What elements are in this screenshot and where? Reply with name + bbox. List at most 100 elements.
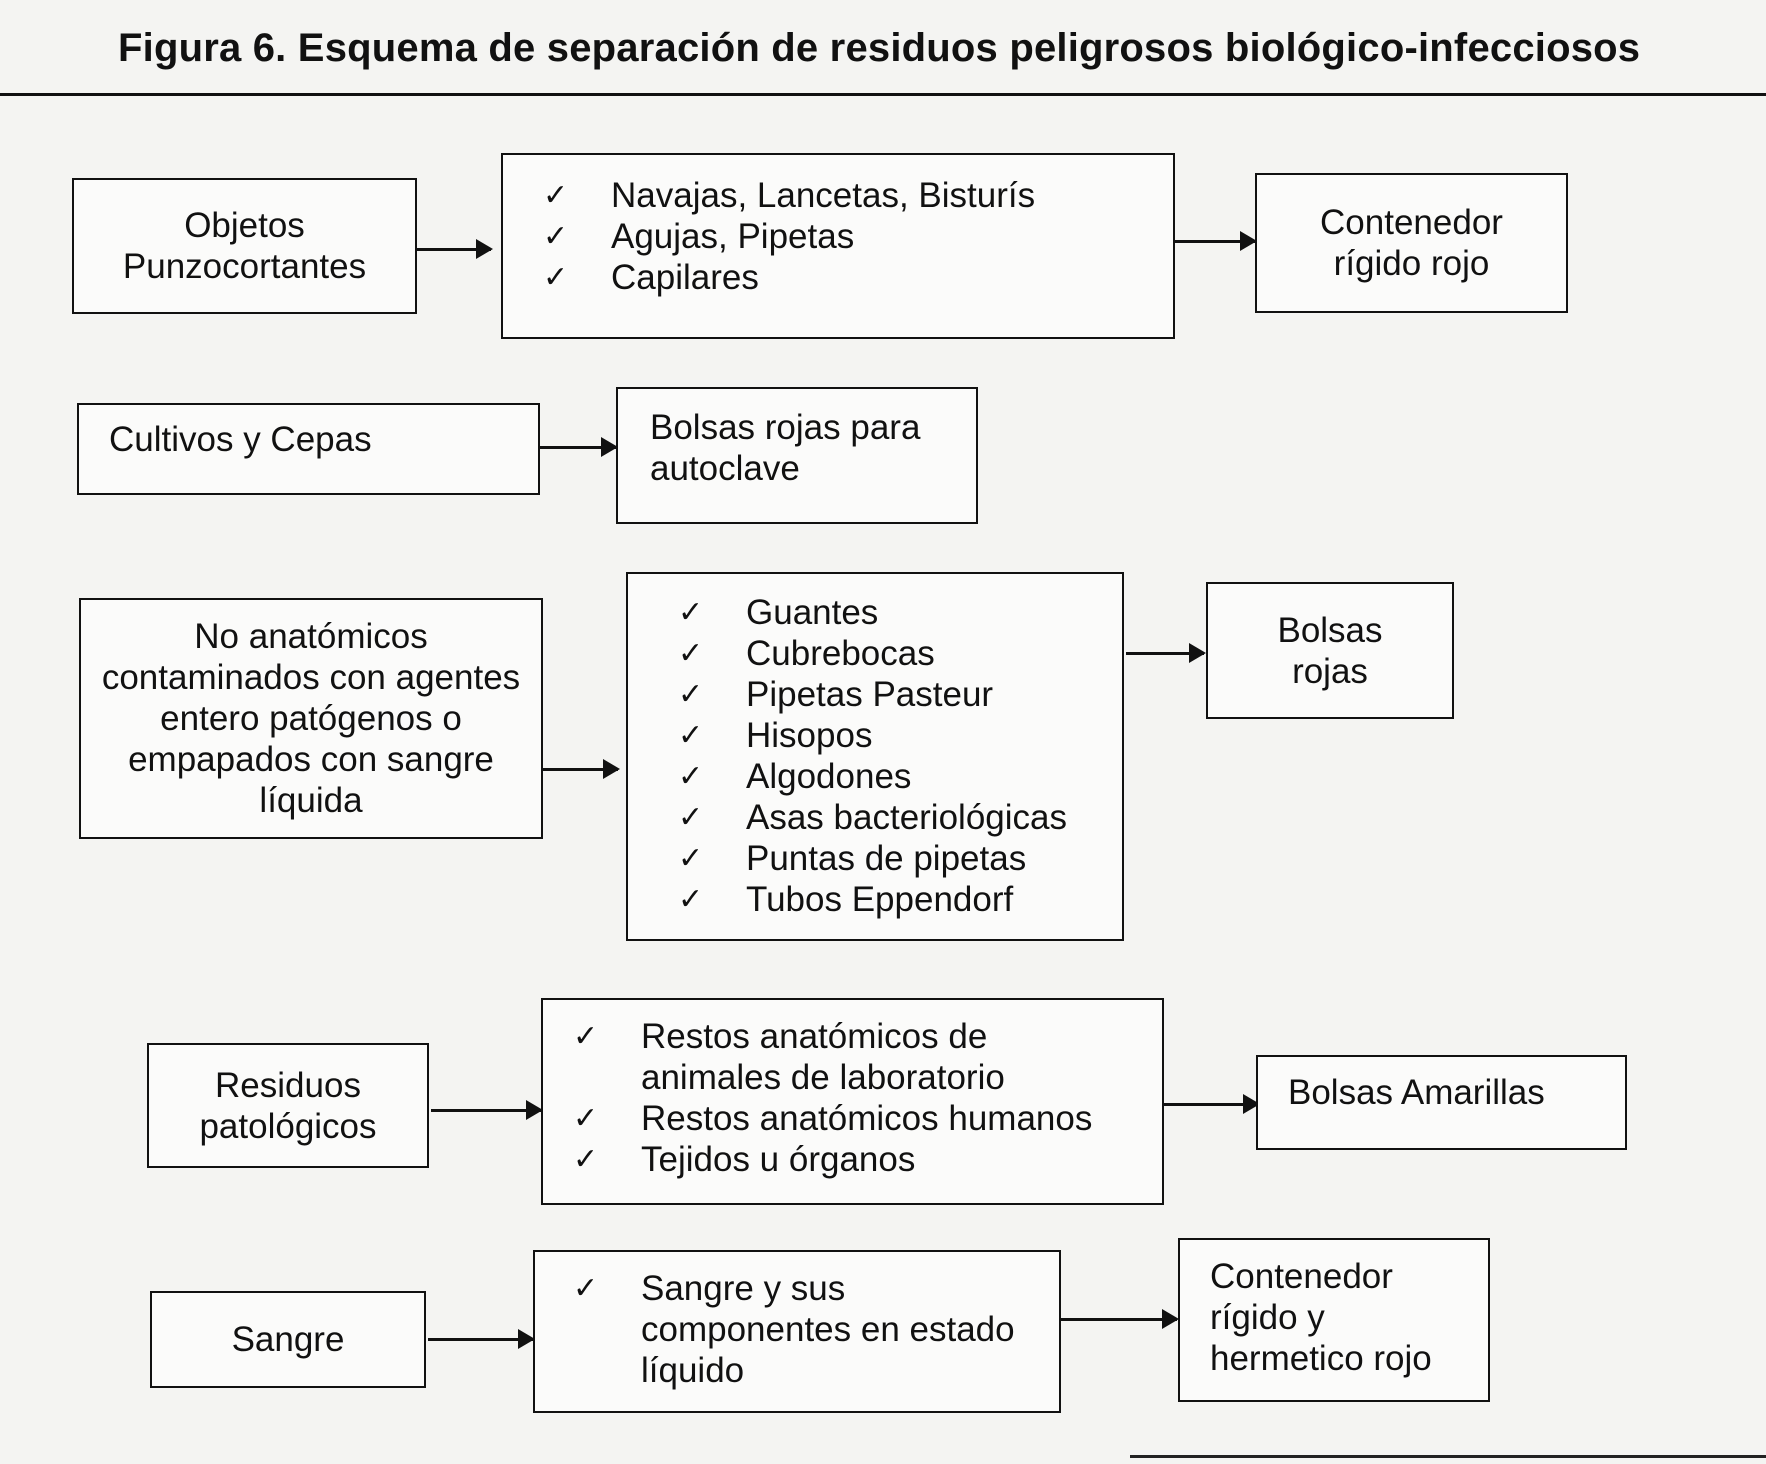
list-item-text: Tejidos u órganos [641, 1140, 916, 1179]
items-list: ✓ Guantes ✓ Cubrebocas ✓ Pipetas Pasteur ✓ Hiso… [678, 592, 1122, 920]
list-item: ✓ Guantes [678, 592, 1122, 633]
list-item: ✓ Sangre y sus [573, 1268, 1059, 1309]
list-item-text: Algodones [746, 757, 912, 796]
destination-box-autoclave-bags: Bolsas rojas para autoclave [616, 387, 978, 524]
source-text: entero patógenos o [160, 699, 462, 738]
list-item: ✓ Navajas, Lancetas, Bisturís [543, 175, 1173, 216]
list-item-text: Sangre y sus [641, 1269, 846, 1308]
title-rule [0, 93, 1766, 96]
source-box-non-anatomic: No anatómicos contaminados con agentes e… [79, 598, 543, 839]
source-box-pathologic: Residuos patológicos [147, 1043, 429, 1168]
source-box-blood: Sangre [150, 1291, 426, 1388]
arrow [1164, 1094, 1260, 1114]
list-item: ✓ Restos anatómicos de [573, 1016, 1162, 1057]
destination-text: Bolsas rojas para [650, 408, 921, 447]
list-item: ✓ Hisopos [678, 715, 1122, 756]
list-item-text: Asas bacteriológicas [746, 798, 1067, 837]
check-icon: ✓ [678, 759, 704, 794]
arrow [1175, 231, 1257, 251]
list-item-text: Cubrebocas [746, 634, 935, 673]
destination-box-rigid-red: Contenedor rígido rojo [1255, 173, 1568, 313]
source-text: Objetos [184, 206, 305, 245]
list-item: ✓ Algodones [678, 756, 1122, 797]
source-text: Cultivos y Cepas [109, 420, 372, 459]
check-icon: ✓ [678, 636, 704, 671]
check-icon: ✓ [543, 219, 569, 254]
source-text: contaminados con agentes [101, 658, 521, 697]
destination-text: hermetico rojo [1210, 1339, 1432, 1378]
destination-box-red-bags: Bolsas rojas [1206, 582, 1454, 719]
arrow [431, 1100, 543, 1120]
check-icon: ✓ [573, 1271, 599, 1306]
list-item: ✓ Tejidos u órganos [573, 1139, 1162, 1180]
list-item-text: Hisopos [746, 716, 873, 755]
list-item-text: Puntas de pipetas [746, 839, 1027, 878]
destination-text: Bolsas Amarillas [1288, 1073, 1545, 1112]
arrow [540, 437, 618, 457]
check-icon: ✓ [678, 800, 704, 835]
list-item: ✓ Cubrebocas [678, 633, 1122, 674]
destination-text: Bolsas [1277, 610, 1383, 650]
arrow [428, 1329, 535, 1349]
list-item: ✓ Restos anatómicos humanos [573, 1098, 1162, 1139]
check-icon: ✓ [678, 718, 704, 753]
list-item: ✓ Capilares [543, 257, 1173, 298]
source-text: líquida [259, 781, 363, 820]
items-list: ✓ Navajas, Lancetas, Bisturís ✓ Agujas, Pip… [543, 175, 1173, 298]
list-item-text: Guantes [746, 593, 879, 632]
source-text: patológicos [199, 1106, 377, 1146]
list-item-text: Restos anatómicos humanos [641, 1099, 1093, 1138]
list-item-text: componentes en estado [641, 1310, 1015, 1349]
items-box-sharps: ✓ Navajas, Lancetas, Bisturís ✓ Agujas, Pip… [501, 153, 1175, 339]
list-item-text: Capilares [611, 258, 759, 297]
figure-title: Figura 6. Esquema de separación de resid… [118, 26, 1641, 70]
source-box-sharps: Objetos Punzocortantes [72, 178, 417, 314]
check-icon: ✓ [678, 841, 704, 876]
destination-text: Contenedor [1210, 1257, 1393, 1296]
check-icon: ✓ [573, 1019, 599, 1054]
list-item-text: Pipetas Pasteur [746, 675, 994, 714]
list-item-text: líquido [641, 1351, 745, 1390]
destination-text: rígido rojo [1333, 244, 1490, 283]
source-text: Sangre [231, 1320, 345, 1359]
source-box-cultures: Cultivos y Cepas [77, 403, 540, 495]
source-text: No anatómicos [194, 617, 428, 656]
check-icon: ✓ [543, 178, 569, 213]
check-icon: ✓ [678, 595, 704, 630]
list-item: ✓Tubos Eppendorf [678, 879, 1122, 920]
list-item: ✓ Pipetas Pasteur [678, 674, 1122, 715]
list-item-text: Navajas, Lancetas, Bisturís [611, 176, 1036, 215]
check-icon: ✓ [543, 260, 569, 295]
arrow [417, 239, 493, 259]
source-text: Punzocortantes [122, 247, 367, 286]
bottom-rule [1130, 1455, 1766, 1458]
check-icon: ✓ [573, 1142, 599, 1177]
destination-box-yellow-bags: Bolsas Amarillas [1256, 1055, 1627, 1150]
check-icon: ✓ [678, 882, 704, 917]
check-icon: ✓ [573, 1101, 599, 1136]
check-icon: ✓ [678, 677, 704, 712]
destination-box-hermetic-red: Contenedor rígido y hermetico rojo [1178, 1238, 1490, 1402]
destination-text: rojas [1292, 651, 1368, 691]
list-item-text: Restos anatómicos de [641, 1017, 988, 1056]
source-text: Residuos [215, 1065, 361, 1105]
arrow [543, 759, 620, 779]
list-item-text: animales de laboratorio [641, 1058, 1005, 1097]
list-item-text: Agujas, Pipetas [611, 217, 855, 256]
list-item: componentes en estado [573, 1309, 1059, 1350]
list-item: ✓ Agujas, Pipetas [543, 216, 1173, 257]
destination-text: Contenedor [1320, 203, 1503, 242]
destination-text: autoclave [650, 449, 800, 488]
list-item: ✓ Puntas de pipetas [678, 838, 1122, 879]
list-item: ✓ Asas bacteriológicas [678, 797, 1122, 838]
arrow [1061, 1309, 1179, 1329]
list-item: animales de laboratorio [573, 1057, 1162, 1098]
items-box-non-anatomic: ✓ Guantes ✓ Cubrebocas ✓ Pipetas Pasteur ✓ Hiso… [626, 572, 1124, 941]
list-item: líquido [573, 1350, 1059, 1391]
destination-text: rígido y [1210, 1298, 1325, 1337]
